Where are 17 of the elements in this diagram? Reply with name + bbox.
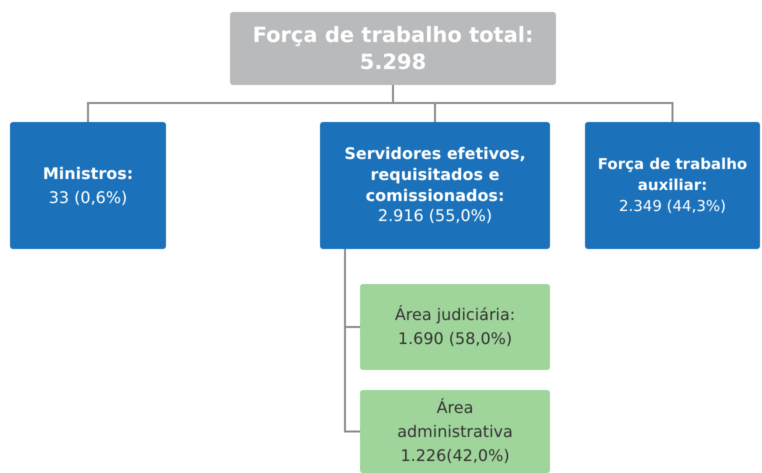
subcategory-box (360, 284, 550, 370)
node-value: 2.916 (55,0%) (376, 206, 494, 228)
node-heading: Ministros: (42, 162, 134, 184)
connector-line (344, 249, 360, 432)
category-box (10, 122, 166, 249)
node-value: 2.349 (44,3%) (618, 196, 728, 217)
total-box (230, 12, 556, 85)
category-box (585, 122, 760, 249)
node-heading: Força de trabalho auxiliar: (596, 154, 748, 196)
node-label: Força de trabalho total: 5.298 (252, 22, 534, 75)
connector-line (392, 85, 674, 122)
node-heading: Servidores efetivos, requisitados e comissionados: (343, 144, 527, 206)
node-value: 33 (0,6%) (48, 186, 128, 208)
subcategory-box (360, 390, 550, 473)
node-label: Área administrativa 1.226(42,0%) (396, 396, 514, 466)
node-label: Área judiciária: 1.690 (58,0%) (394, 304, 516, 350)
category-box (320, 122, 550, 249)
